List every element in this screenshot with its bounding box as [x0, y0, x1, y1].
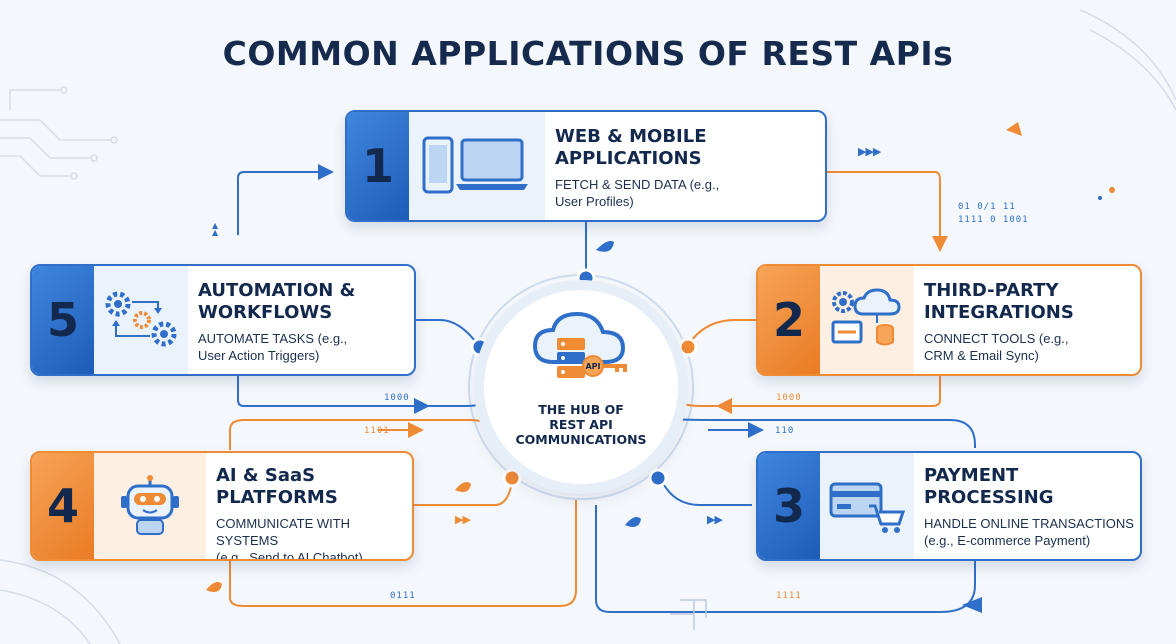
card-desc-line: CONNECT TOOLS (e.g.,	[924, 331, 1069, 346]
card-title-line: WORKFLOWS	[198, 302, 333, 323]
card-automation: 5 AUTOMATION &WORKFLOWS AUTOMATE TASKS (…	[30, 264, 416, 376]
hub-title-line: THE HUB OF	[538, 402, 624, 417]
card-title-line: WEB & MOBILE	[555, 126, 707, 147]
hub-title-line: REST API	[549, 417, 613, 432]
card-title-line: APPLICATIONS	[555, 148, 702, 169]
card-desc-line: User Action Triggers)	[198, 348, 320, 363]
cloud-server-key-icon: API	[531, 310, 631, 401]
binary-snippet: 1101	[364, 426, 390, 436]
card-desc-line: FETCH & SEND DATA (e.g.,	[555, 177, 720, 192]
phone-laptop-icon	[409, 112, 545, 220]
card-desc-line: AUTOMATE TASKS (e.g.,	[198, 331, 348, 346]
hub-icon-label: API	[585, 362, 600, 371]
card-number: 5	[32, 266, 94, 374]
binary-snippet: 01 0/1 11	[958, 202, 1016, 212]
card-desc-line: COMMUNICATE WITH SYSTEMS	[216, 516, 351, 548]
binary-snippet: 110	[775, 426, 795, 436]
chevron-decoration-icon: ▶▶▶	[858, 145, 881, 158]
card-desc-line: (e.g., E-commerce Payment)	[924, 533, 1091, 548]
binary-snippet: 1000	[384, 393, 410, 403]
binary-snippet: 1000	[776, 393, 802, 403]
card-desc-line: CRM & Email Sync)	[924, 348, 1039, 363]
credit-card-cart-icon	[820, 453, 914, 559]
card-number: 1	[347, 112, 409, 220]
chevron-decoration-icon: ▶▶	[707, 513, 723, 526]
gears-workflow-icon	[94, 266, 188, 374]
card-title-line: INTEGRATIONS	[924, 302, 1074, 323]
card-title-line: AUTOMATION &	[198, 280, 356, 301]
card-desc-line: User Profiles)	[555, 194, 634, 209]
api-hub: API THE HUB OF REST API COMMUNICATIONS	[484, 290, 678, 484]
chevron-decoration-icon: ▲▲	[212, 221, 218, 237]
card-desc-line: HANDLE ONLINE TRANSACTIONS	[924, 516, 1134, 531]
card-number: 4	[32, 453, 94, 559]
card-title-line: THIRD-PARTY	[924, 280, 1059, 301]
card-desc-line: (e.g., Send to AI Chatbot)	[216, 550, 363, 561]
hub-title-line: COMMUNICATIONS	[515, 432, 647, 447]
binary-snippet: 1111 0 1001	[958, 215, 1029, 225]
card-title-line: PLATFORMS	[216, 487, 338, 508]
robot-icon	[94, 453, 206, 559]
card-number: 2	[758, 266, 820, 374]
card-title-line: AI & SaaS	[216, 465, 316, 486]
binary-snippet: 0111	[390, 591, 416, 601]
binary-snippet: 1111	[776, 591, 802, 601]
chevron-decoration-icon: ▶▶	[455, 513, 471, 526]
card-title-line: PROCESSING	[924, 487, 1054, 508]
gear-cloud-database-icon	[820, 266, 914, 374]
page-title: COMMON APPLICATIONS OF REST APIs	[222, 34, 954, 73]
card-title-line: PAYMENT	[924, 465, 1019, 486]
circuit-decoration	[0, 9, 1176, 644]
card-number: 3	[758, 453, 820, 559]
